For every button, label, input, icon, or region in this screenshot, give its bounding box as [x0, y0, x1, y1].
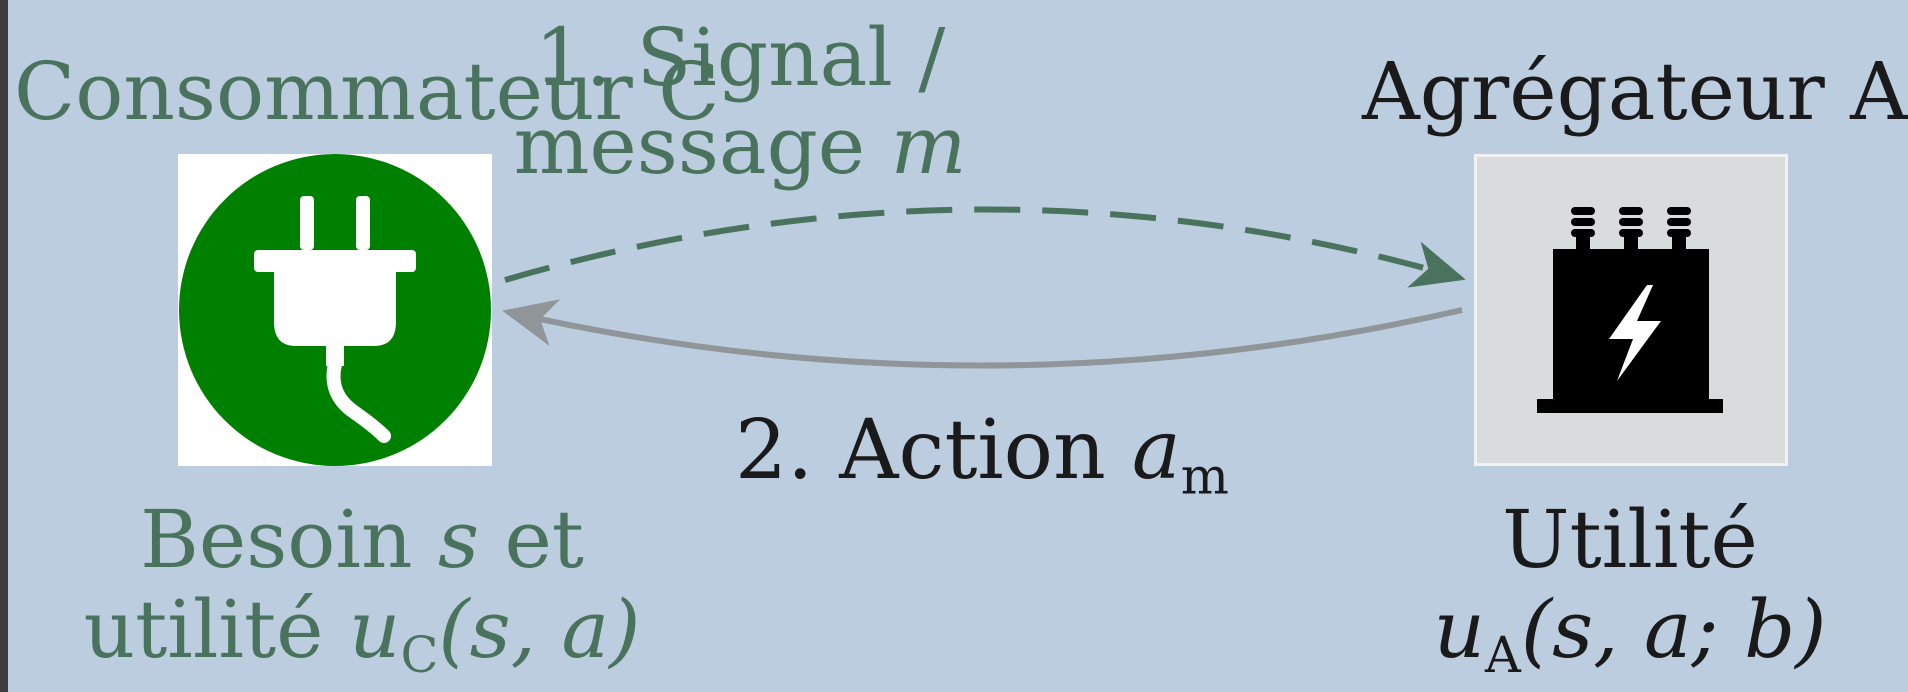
signal-label: 1. Signal / message m — [480, 18, 1000, 186]
consumer-need-text: Besoin — [140, 493, 438, 586]
consumer-util-args: (s, a) — [438, 583, 641, 676]
aggregator-util-sub: A — [1485, 625, 1521, 684]
aggregator-util-label: Utilité uA(s, a; b) — [1390, 500, 1870, 680]
left-edge-bar — [0, 0, 8, 692]
consumer-util-sub: C — [400, 625, 439, 684]
consumer-need-line1: Besoin s et — [140, 493, 584, 586]
action-sub: m — [1180, 446, 1229, 506]
consumer-util-line: utilité uC(s, a) — [42, 590, 682, 680]
action-label: 2. Action am — [735, 410, 1229, 502]
action-arrow — [502, 299, 1463, 369]
signal-line2: message m — [480, 106, 1000, 186]
signal-arrow — [504, 206, 1466, 288]
signal-message-text: message — [513, 99, 891, 192]
transformer-icon — [1474, 154, 1788, 466]
consumer-title: Consommateur C — [14, 45, 720, 138]
aggregator-util-var: u — [1433, 583, 1486, 676]
consumer-util-text: utilité — [83, 583, 349, 676]
consumer-need-label: Besoin s et utilité uC(s, a) — [42, 500, 682, 680]
consumer-util-var: u — [348, 583, 401, 676]
plug-icon — [178, 154, 492, 466]
aggregator-util-line: uA(s, a; b) — [1390, 590, 1870, 680]
consumer-need-end: et — [479, 493, 584, 586]
action-text: 2. Action — [735, 403, 1132, 498]
aggregator-util-text: Utilité — [1502, 493, 1758, 586]
action-var: a — [1131, 403, 1181, 498]
aggregator-util-args: (s, a; b) — [1520, 583, 1827, 676]
consumer-need-var: s — [437, 493, 480, 586]
aggregator-title: Agrégateur A — [1362, 45, 1908, 138]
signal-line1: 1. Signal / — [534, 11, 946, 104]
signal-message-var: m — [890, 99, 967, 192]
